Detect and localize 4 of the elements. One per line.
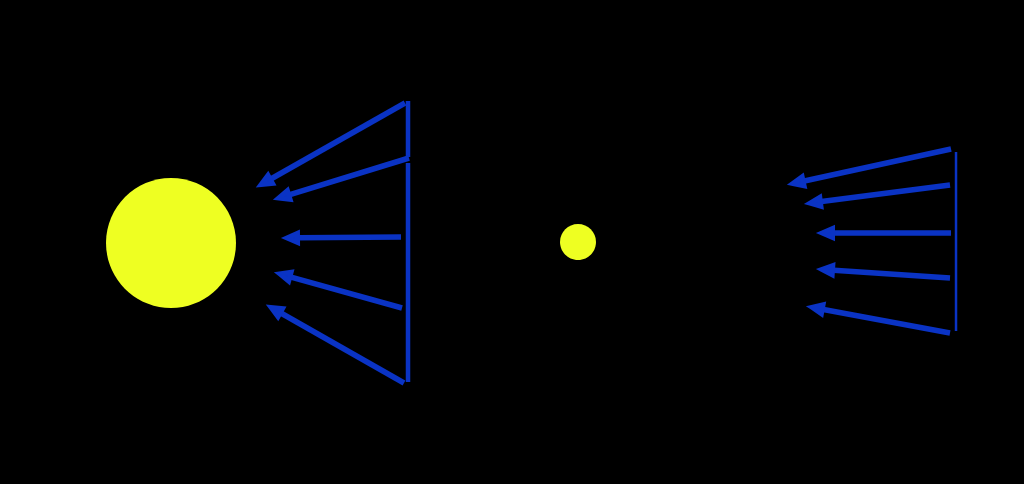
star-circle — [560, 224, 596, 260]
wavefront-line — [954, 152, 958, 331]
star-circle — [106, 178, 236, 308]
wavefront-line — [405, 98, 411, 385]
